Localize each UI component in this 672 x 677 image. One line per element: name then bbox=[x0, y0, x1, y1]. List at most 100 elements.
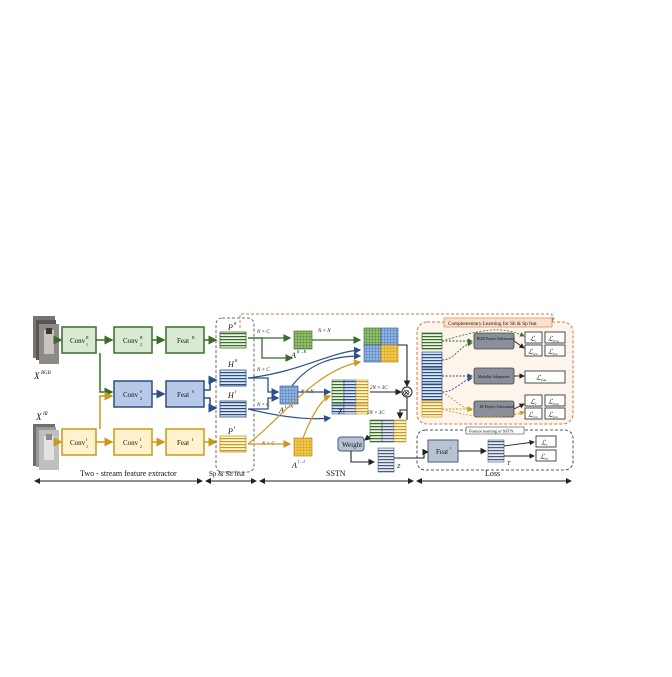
conv1-rgb-sub: 1 bbox=[86, 342, 88, 347]
feat-shared-block bbox=[165, 380, 205, 408]
comp-h-mix-matrix bbox=[421, 383, 443, 401]
loss-tmd: ℒ bbox=[536, 374, 542, 382]
z-label: Z bbox=[338, 408, 342, 416]
loss-t-c-sub: c bbox=[546, 443, 548, 447]
conv2-rgb-sub: 2 bbox=[140, 342, 142, 347]
z-output-label: Z bbox=[397, 464, 401, 470]
arrow-t-to-lc bbox=[503, 439, 535, 447]
ir-input-image bbox=[33, 424, 59, 470]
conv2-ir-label: Conv bbox=[123, 439, 139, 447]
conn-hmix-ir-adv bbox=[441, 391, 473, 412]
ir-adversarial-label: IR Project Adversarial bbox=[480, 405, 514, 409]
loss-c-rgb-box bbox=[524, 331, 543, 344]
comp-p-rgb-matrix bbox=[421, 332, 443, 350]
conv1-ir-sup: I bbox=[86, 437, 88, 442]
ir-adversarial-block bbox=[473, 400, 515, 418]
a-ii-label: A bbox=[291, 461, 297, 470]
conn-rgb-adv-to-loss bbox=[513, 340, 525, 349]
loss-pro-ir: ℒ bbox=[548, 411, 554, 419]
arrow-ain-to-combined bbox=[291, 352, 362, 387]
conv2-rgb-sup: R bbox=[140, 335, 143, 340]
loss-proj-rgb: ℒ bbox=[548, 335, 554, 343]
conv2-rgb-label: Conv bbox=[123, 337, 139, 345]
h-rgb-label: H bbox=[227, 360, 235, 369]
conv1-ir-label: Conv bbox=[70, 439, 86, 447]
feat-ir-label: Feat bbox=[177, 439, 189, 447]
conv-shared-sub: 2 bbox=[140, 396, 142, 401]
two-n-3c-label-top: 2N × 3C bbox=[370, 386, 388, 391]
loss-t-c: ℒ bbox=[541, 439, 547, 447]
z-output-matrix bbox=[377, 447, 395, 473]
loss-c-ir: ℒ bbox=[530, 398, 536, 406]
h-ir-label: H bbox=[227, 391, 235, 400]
sstn-output-matrix bbox=[369, 419, 407, 443]
loss-c-rgb: ℒ bbox=[530, 335, 536, 343]
loss-cen-rgb: ℒ bbox=[528, 348, 534, 356]
a-ii-matrix bbox=[293, 437, 313, 457]
arrow-hrgb-to-ain bbox=[248, 377, 280, 396]
arrow-hir-to-z bbox=[247, 408, 332, 423]
rgb-input-label: X bbox=[33, 371, 40, 381]
loss-c-ir-sub: c bbox=[535, 402, 537, 406]
loss-cen-ir-box bbox=[524, 407, 543, 420]
conv1-rgb-label: Conv bbox=[70, 337, 86, 345]
arrow-hrgb-to-combined bbox=[247, 346, 362, 379]
conv2-ir-sub: 2 bbox=[140, 444, 142, 449]
conv-shared-label: Conv bbox=[123, 391, 139, 399]
feat-rgb-label: Feat bbox=[177, 337, 189, 345]
loss-c-ir-box bbox=[524, 394, 543, 407]
sstn-learning-title: Feature learning of SSTN bbox=[469, 429, 513, 434]
loss-proj-rgb-sub: proj bbox=[552, 339, 559, 343]
h-rgb-sup: R bbox=[234, 358, 238, 363]
p-rgb-matrix bbox=[219, 331, 247, 349]
comp-p-ir-matrix bbox=[421, 400, 443, 418]
loss-proj-rgb-box bbox=[544, 331, 566, 344]
loss-cen-rgb-sub: cen bbox=[533, 352, 538, 356]
rgb-input-image bbox=[33, 316, 59, 364]
a-rr-matrix bbox=[293, 330, 313, 350]
p-rgb-label: P bbox=[227, 323, 233, 332]
conn-p-ir-to-lc bbox=[441, 408, 525, 418]
loss-cen-ir-sub: cen bbox=[533, 415, 538, 419]
feat-ir-block bbox=[165, 428, 205, 456]
arrow-hir-to-ain bbox=[248, 394, 280, 410]
complementary-title: Complementary Learning for Sh & Sp feat bbox=[448, 320, 537, 327]
comp-h-ir-matrix bbox=[421, 367, 443, 385]
a-rr-sup: R→R bbox=[296, 349, 306, 354]
conn-h-rgb-adv bbox=[441, 341, 473, 361]
section-sstn-label: SSTN bbox=[326, 469, 346, 478]
loss-t-c-box bbox=[535, 435, 557, 448]
feat-shared-sup: S bbox=[192, 389, 194, 394]
nxn-label-rr: N × N bbox=[317, 329, 331, 334]
feat-t-sup: t bbox=[450, 445, 452, 450]
arrow-weight-to-z bbox=[350, 451, 376, 466]
p-ir-matrix bbox=[219, 435, 247, 453]
loss-proj-ir-sub: proj bbox=[552, 402, 559, 406]
feat-shared-label: Feat bbox=[177, 391, 189, 399]
a-ii-sup: I→I bbox=[297, 459, 305, 464]
section-loss-label: Loss bbox=[485, 469, 500, 478]
rgb-input-sup: RGB bbox=[40, 371, 51, 376]
nxc-label-h-rgb: N × C bbox=[256, 368, 270, 373]
arrow-multiply-to-out bbox=[396, 409, 407, 420]
conv2-ir-sup: I bbox=[140, 437, 142, 442]
h-ir-matrix bbox=[219, 400, 247, 418]
feat-rgb-block bbox=[165, 326, 205, 354]
loss-cen-rgb-box bbox=[524, 344, 543, 357]
arrow-shared-to-h-ir bbox=[204, 397, 218, 413]
sstn-learning-title-tag bbox=[465, 426, 525, 435]
arrow-pir-to-combined bbox=[247, 359, 362, 445]
conv-shared-sup: S bbox=[140, 389, 142, 394]
feat-rgb-sup: R bbox=[192, 335, 195, 340]
loss-tmd-box bbox=[524, 370, 566, 384]
conv1-rgb-block bbox=[61, 326, 97, 354]
complementary-title-tag bbox=[443, 317, 553, 328]
a-in-matrix bbox=[279, 385, 299, 405]
ir-input-sup: IR bbox=[42, 412, 48, 417]
loss-t-tri-sub: tri bbox=[545, 457, 548, 461]
loss-pro-ir-sub: pro bbox=[552, 415, 558, 419]
loss-pro-rgb-sub: pro bbox=[552, 352, 558, 356]
loss-t-tri: ℒ bbox=[540, 453, 546, 461]
arrow-z-to-feat-t bbox=[394, 448, 430, 459]
arrow-aii-to-z bbox=[302, 394, 332, 439]
